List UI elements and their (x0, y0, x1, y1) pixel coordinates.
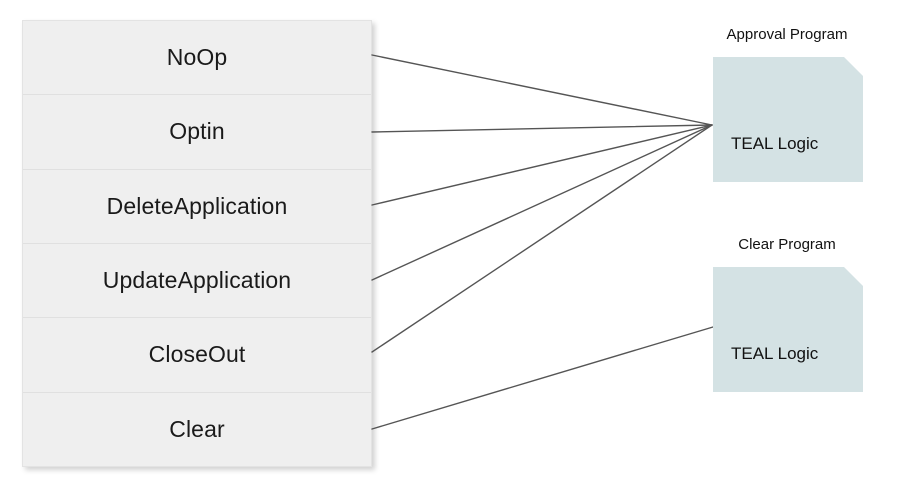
connector-noop-to-approval-program (371, 54, 713, 126)
oncomplete-label: Clear (169, 415, 225, 442)
clear-program-group: Clear Program TEAL Logic (680, 236, 894, 406)
connector-deleteapplication-to-approval-program (371, 124, 713, 206)
oncomplete-label: UpdateApplication (102, 267, 292, 294)
connector-optin-to-approval-program (371, 124, 713, 133)
clear-program-title: Clear Program (738, 236, 836, 253)
oncomplete-row-noop[interactable]: NoOp (23, 21, 371, 95)
connector-updateapplication-to-approval-program (371, 124, 713, 281)
approval-program-body-label: TEAL Logic (731, 134, 819, 153)
approval-program-shape[interactable] (713, 57, 863, 182)
clear-program-shape[interactable] (713, 267, 863, 392)
approval-program-title: Approval Program (726, 26, 848, 43)
approval-program-group: Approval Program TEAL Logic (680, 26, 894, 196)
oncomplete-row-deleteapplication[interactable]: DeleteApplication (23, 168, 371, 243)
clear-program-body-label: TEAL Logic (731, 344, 819, 363)
oncomplete-row-optin[interactable]: Optin (23, 94, 371, 169)
connector-clear-to-clear-program (371, 326, 714, 430)
oncomplete-row-updateapplication[interactable]: UpdateApplication (23, 242, 371, 318)
oncomplete-row-clear[interactable]: Clear (23, 391, 371, 466)
oncomplete-panel: NoOp Optin DeleteApplication UpdateAppli… (22, 20, 372, 467)
oncomplete-label: CloseOut (148, 341, 246, 368)
connector-closeout-to-approval-program (371, 124, 713, 353)
oncomplete-label: NoOp (166, 44, 228, 71)
oncomplete-label: Optin (169, 118, 225, 145)
oncomplete-row-closeout[interactable]: CloseOut (23, 317, 371, 392)
oncomplete-label: DeleteApplication (106, 192, 288, 219)
